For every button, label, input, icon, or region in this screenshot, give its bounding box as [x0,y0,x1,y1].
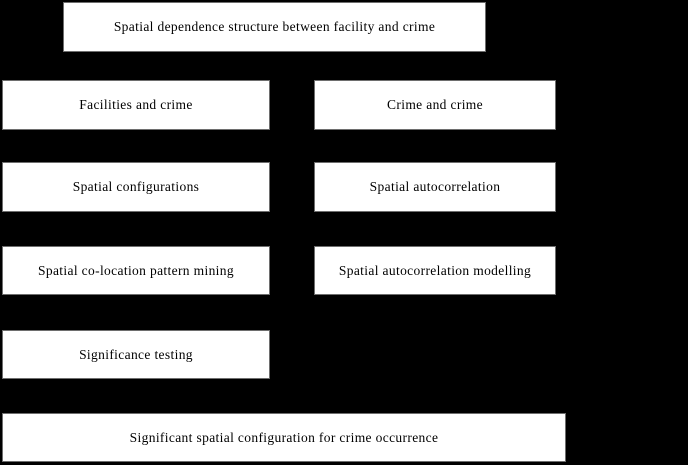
node-crime-and-crime[interactable]: Crime and crime [314,80,556,130]
node-spatial-co-location-pattern-mining-label: Spatial co-location pattern mining [38,262,234,278]
connector-merge [135,399,435,400]
connector-to-right-branch [435,68,436,80]
node-significance-testing-label: Significance testing [79,346,193,362]
connector-right-1-2 [435,130,436,162]
node-spatial-autocorrelation-label: Spatial autocorrelation [369,179,501,195]
connector-merge-to-result [284,399,285,413]
connector-root-down [274,52,275,68]
connector-left-4-merge [135,379,136,399]
node-spatial-co-location-pattern-mining[interactable]: Spatial co-location pattern mining [2,246,270,295]
node-spatial-autocorrelation-modelling[interactable]: Spatial autocorrelation modelling [314,246,556,295]
connector-left-1-2 [135,130,136,162]
node-root[interactable]: Spatial dependence structure between fac… [63,2,486,52]
node-spatial-autocorrelation[interactable]: Spatial autocorrelation [314,162,556,212]
node-crime-and-crime-label: Crime and crime [387,97,483,113]
node-spatial-configurations[interactable]: Spatial configurations [2,162,270,212]
node-significance-testing[interactable]: Significance testing [2,330,270,379]
connector-right-3-merge [435,295,436,399]
node-result-label: Significant spatial configuration for cr… [129,429,439,445]
node-result[interactable]: Significant spatial configuration for cr… [2,413,566,462]
node-spatial-autocorrelation-modelling-label: Spatial autocorrelation modelling [338,262,532,278]
connector-root-split [135,68,435,69]
connector-left-2-3 [135,212,136,246]
node-root-label: Spatial dependence structure between fac… [113,19,436,35]
node-facilities-and-crime[interactable]: Facilities and crime [2,80,270,130]
connector-right-2-3 [435,212,436,246]
node-spatial-configurations-label: Spatial configurations [72,179,200,195]
connector-left-3-4 [135,295,136,330]
node-facilities-and-crime-label: Facilities and crime [79,97,193,113]
connector-to-left-branch [135,68,136,80]
